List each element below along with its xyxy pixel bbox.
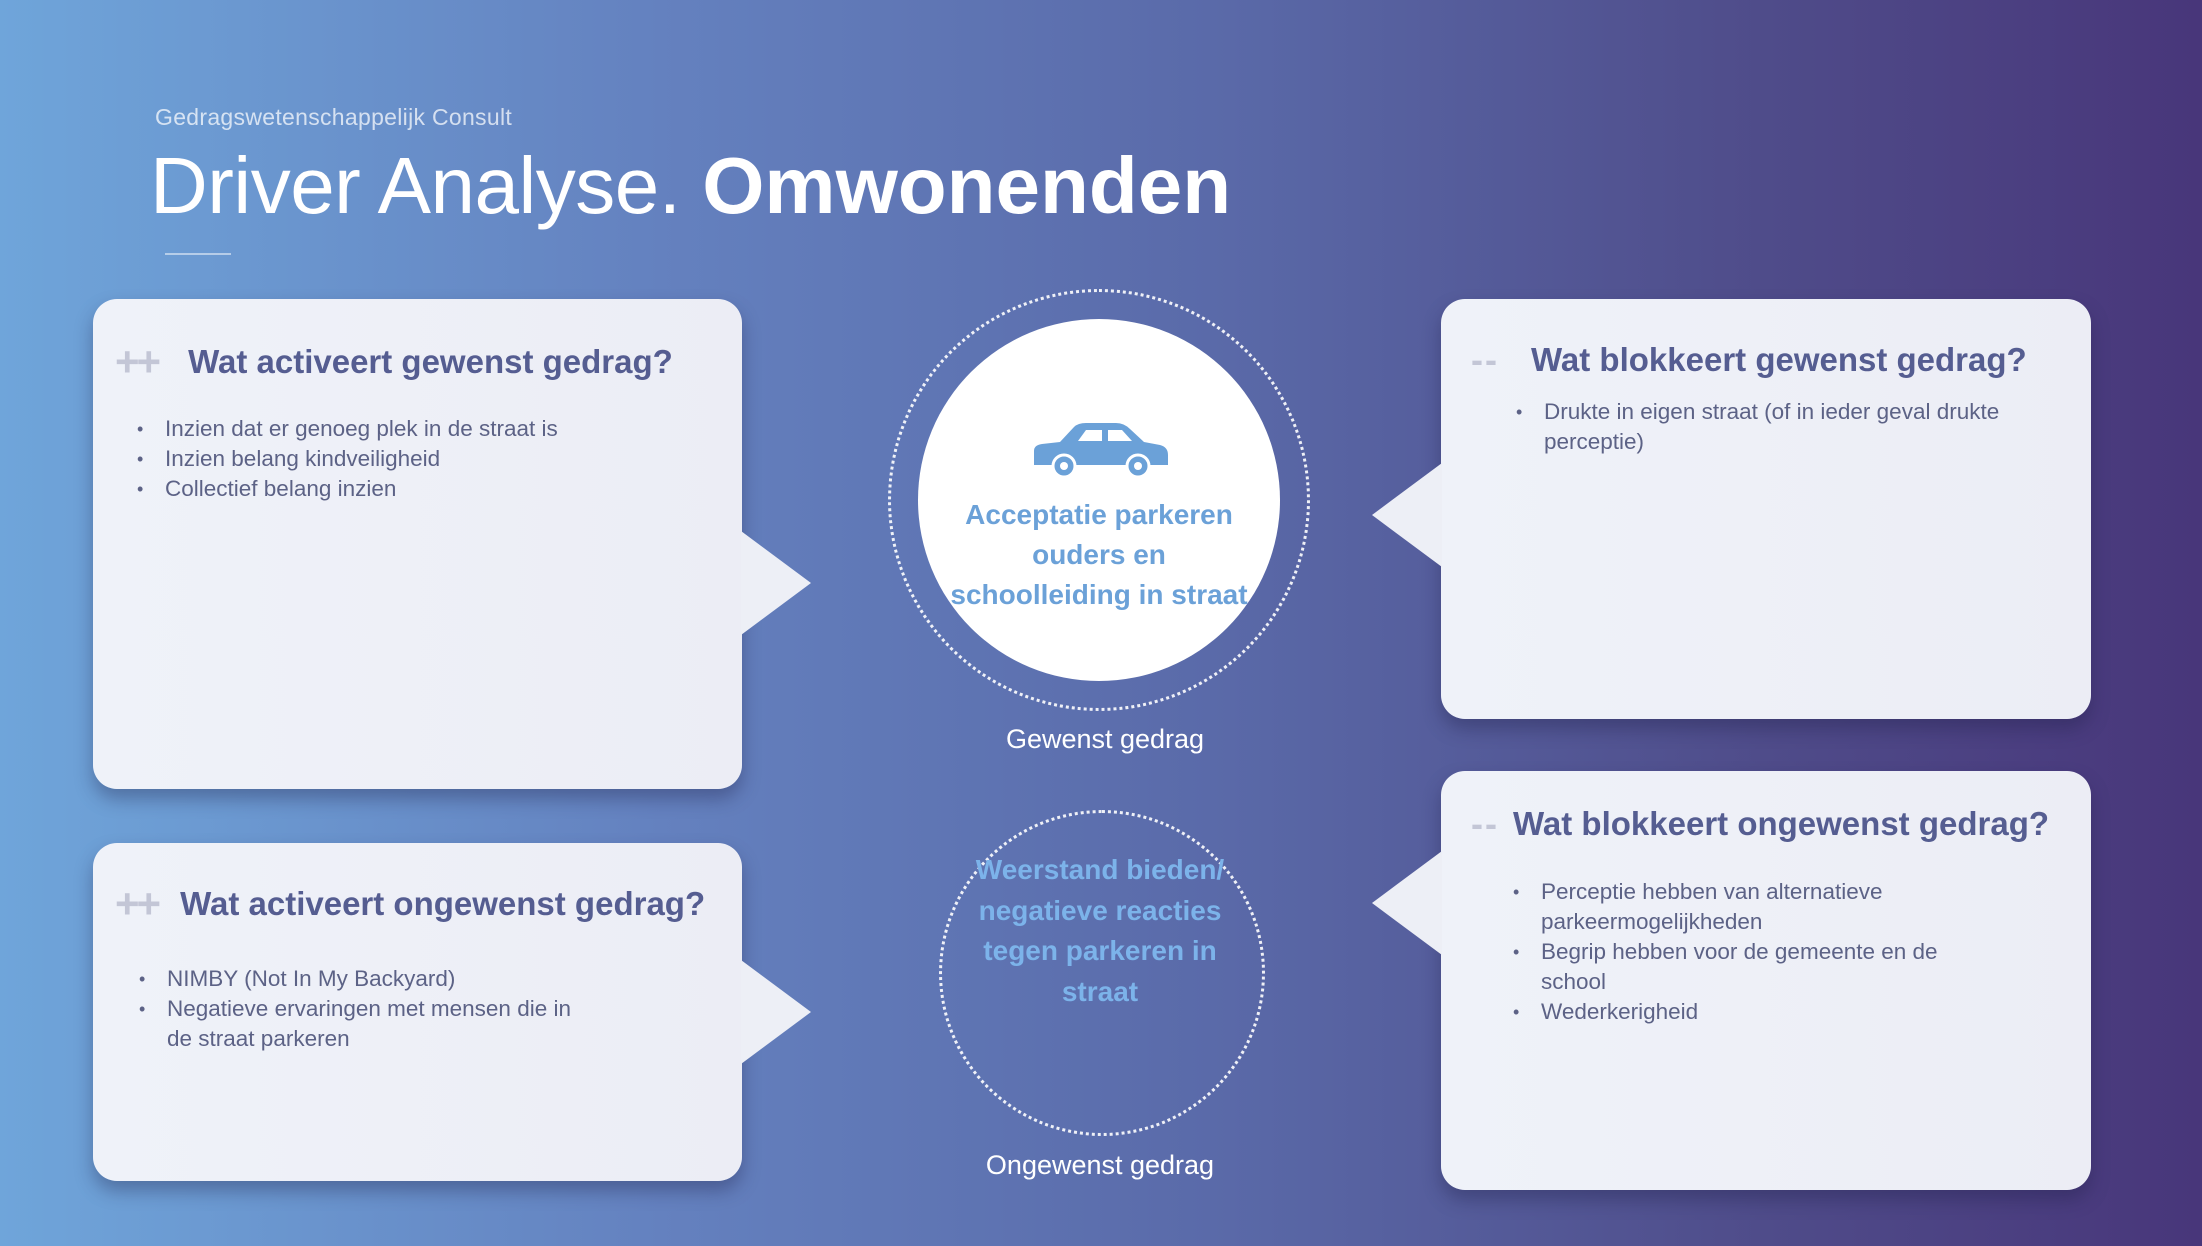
undesired-caption: Ongewenst gedrag xyxy=(985,1150,1215,1180)
title-bold: Omwonenden xyxy=(702,141,1232,230)
card-title: Wat blokkeert gewenst gedrag? xyxy=(1530,341,2027,378)
card-header: -- Wat blokkeert gewenst gedrag? xyxy=(1471,341,2027,379)
card-blocks-desired: -- Wat blokkeert gewenst gedrag? Drukte … xyxy=(1372,299,2091,719)
title-underline xyxy=(165,253,231,255)
desired-caption: Gewenst gedrag xyxy=(1005,724,1205,754)
list-item: Wederkerigheid xyxy=(1513,997,1983,1027)
list-item: Inzien belang kindveiligheid xyxy=(137,444,697,474)
card-header: -- Wat blokkeert ongewenst gedrag? xyxy=(1471,805,2049,843)
list-item: Negatieve ervaringen met mensen die in d… xyxy=(139,994,589,1054)
plus-plus-icon: ++ xyxy=(115,338,161,385)
list-item: Inzien dat er genoeg plek in de straat i… xyxy=(137,414,697,444)
card-header: ++ Wat activeert ongewenst gedrag? xyxy=(115,883,705,925)
card-title: Wat activeert gewenst gedrag? xyxy=(188,343,673,380)
card-header: ++ Wat activeert gewenst gedrag? xyxy=(115,341,673,383)
desired-ring xyxy=(888,289,1310,711)
card-blocks-undesired: -- Wat blokkeert ongewenst gedrag? Perce… xyxy=(1372,771,2091,1190)
car-icon xyxy=(1034,423,1168,477)
bullet-list: Inzien dat er genoeg plek in de straat i… xyxy=(137,414,697,504)
title-light: Driver Analyse. xyxy=(150,141,681,230)
undesired-behaviour-text: Weerstand bieden/ negatieve reacties teg… xyxy=(975,854,1225,1007)
list-item: NIMBY (Not In My Backyard) xyxy=(139,964,589,994)
bullet-list: Perceptie hebben van alternatieve parkee… xyxy=(1513,877,1983,1027)
card-activates-undesired: ++ Wat activeert ongewenst gedrag? NIMBY… xyxy=(93,843,811,1181)
subtitle: Gedragswetenschappelijk Consult xyxy=(155,104,513,130)
list-item: Begrip hebben voor de gemeente en de sch… xyxy=(1513,937,1983,997)
desired-behaviour-text: Acceptatie parkeren ouders en schoolleid… xyxy=(950,499,1248,610)
desired-disc: Acceptatie parkeren ouders en schoolleid… xyxy=(918,319,1280,681)
list-item: Perceptie hebben van alternatieve parkee… xyxy=(1513,877,1983,937)
minus-minus-icon: -- xyxy=(1471,339,1499,380)
card-activates-desired: ++ Wat activeert gewenst gedrag? Inzien … xyxy=(93,299,811,789)
page-title: Driver Analyse. Omwonenden xyxy=(150,140,1231,232)
card-pointer xyxy=(1372,851,1442,955)
minus-minus-icon: -- xyxy=(1471,803,1499,844)
card-pointer xyxy=(1372,463,1442,567)
bullet-list: Drukte in eigen straat (of in ieder geva… xyxy=(1516,397,2056,457)
card-pointer xyxy=(741,960,811,1064)
undesired-ring xyxy=(939,810,1265,1136)
list-item: Collectief belang inzien xyxy=(137,474,697,504)
bullet-list: NIMBY (Not In My Backyard) Negatieve erv… xyxy=(139,964,589,1054)
card-pointer xyxy=(741,531,811,635)
plus-plus-icon: ++ xyxy=(115,880,161,927)
list-item: Drukte in eigen straat (of in ieder geva… xyxy=(1516,397,2056,457)
card-title: Wat blokkeert ongewenst gedrag? xyxy=(1512,805,2050,842)
card-title: Wat activeert ongewenst gedrag? xyxy=(180,885,706,922)
